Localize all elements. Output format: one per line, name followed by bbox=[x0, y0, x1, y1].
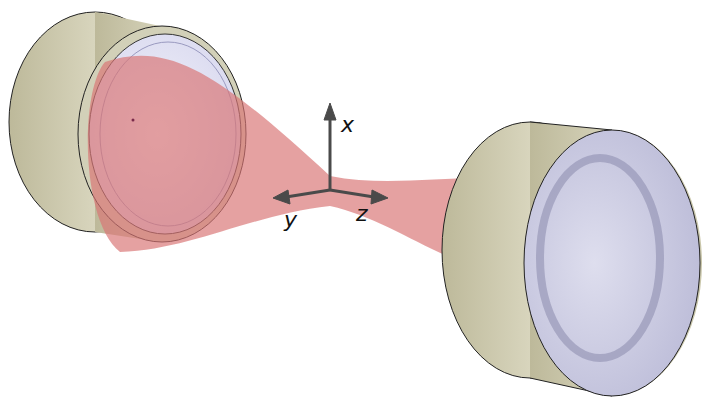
axis-label: x bbox=[341, 114, 354, 136]
axis-label: y bbox=[284, 209, 297, 231]
right-mirror bbox=[442, 122, 702, 396]
gaussian-beam bbox=[88, 56, 490, 272]
axis-label: z bbox=[356, 203, 368, 225]
coordinate-axes bbox=[273, 103, 388, 204]
